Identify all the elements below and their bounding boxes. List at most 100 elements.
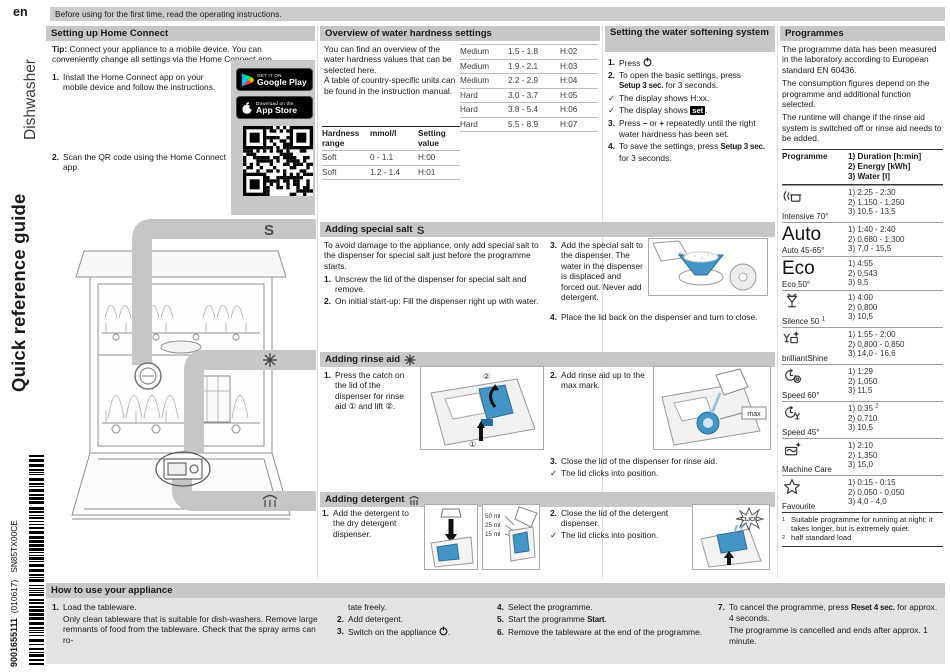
- salt-funnel-image: [648, 238, 768, 296]
- step-text: Switch on the appliance .: [348, 626, 451, 637]
- programme-label: Auto 45-65°: [782, 246, 825, 255]
- detergent-add-image: [424, 504, 478, 570]
- programme-value: 1) 4:55: [848, 259, 873, 268]
- speed45-icon: [782, 405, 802, 425]
- instruction-step: 1.Add the detergent to the dry detergent…: [322, 508, 422, 539]
- step-text: Select the programme.: [508, 602, 593, 612]
- section-title: How to use your appliance: [51, 585, 173, 596]
- google-play-icon: [241, 73, 254, 86]
- step-text: The lid clicks into position.: [561, 467, 659, 478]
- section-programmes-header: Programmes: [780, 26, 945, 41]
- footnote: 2 half standard load: [782, 533, 943, 543]
- programme-big-label: Auto: [782, 224, 822, 245]
- instruction-step: 2.Add detergent.: [337, 614, 489, 624]
- badge-top-text: Download on the: [256, 100, 294, 106]
- rinse-aid-icon: [263, 353, 277, 367]
- step-text: To cancel the programme, press Reset 4 s…: [729, 602, 938, 624]
- paragraph: The runtime will change if the rinse aid…: [782, 112, 942, 144]
- step-text: Press .: [619, 57, 655, 68]
- step-marker: 4.: [608, 141, 615, 152]
- svg-text:CLICK: CLICK: [741, 517, 758, 523]
- step-marker: 2.: [550, 370, 557, 380]
- value-header: 1) Duration [h:min]: [848, 152, 922, 161]
- section-rinse-header: Adding rinse aid: [320, 352, 775, 367]
- section-title: Setting up Home Connect: [51, 28, 169, 39]
- step-text: Remove the tableware at the end of the p…: [508, 626, 703, 637]
- footnote-marker: 2: [782, 535, 786, 542]
- step-marker: 1.: [52, 602, 59, 612]
- reset4-key-label: Reset 4 sec.: [850, 603, 895, 612]
- step-text: Add rinse aid up to the max mark.: [561, 370, 645, 391]
- step-text: Scan the QR code using the Home Connect …: [63, 152, 226, 173]
- programme-label: brilliantShine: [782, 354, 828, 363]
- section-title: Adding detergent: [325, 494, 405, 505]
- table-cell: H:00: [418, 153, 436, 163]
- step-text: Place the lid back on the dispenser and …: [561, 312, 758, 322]
- step-text: To save the settings, press Setup 3 sec.…: [619, 141, 765, 163]
- salt-intro: To avoid damage to the appliance, only a…: [324, 240, 540, 274]
- minus-key-label: −: [642, 119, 648, 129]
- setup3-key-label: Setup 3 sec.: [720, 142, 765, 152]
- machine-care-icon: [782, 442, 802, 462]
- step-marker: [718, 625, 729, 646]
- table-cell: H:01: [418, 167, 436, 177]
- programme-label: Speed 60°: [782, 391, 820, 400]
- step-text: Add the special salt to the dispenser. T…: [561, 240, 643, 303]
- footnote-text: half standard load: [791, 533, 852, 543]
- table-cell: H:07: [560, 119, 578, 129]
- column-header: mmol/l: [370, 129, 397, 138]
- programme-value: 3) 14,0 - 16,6: [848, 349, 896, 358]
- table-cell: Soft: [322, 167, 337, 177]
- programme-value: 1) 2:10: [848, 441, 873, 450]
- step-text: The lid clicks into position.: [561, 530, 659, 541]
- programme-value: 1) 1:40 - 2:40: [848, 225, 896, 234]
- section-title: Adding rinse aid: [325, 354, 401, 365]
- barcode-date: (010617): [9, 579, 19, 614]
- dishwasher-illustration: S: [71, 219, 316, 520]
- instruction-step: The programme is cancelled and ends afte…: [718, 625, 940, 646]
- section-title: Setting the water softening system: [610, 27, 769, 38]
- step-marker: ✓: [550, 467, 558, 478]
- table-cell: H:03: [560, 61, 578, 71]
- tip-label: Tip:: [52, 44, 68, 54]
- programme-value: 1) 1:55 - 2:00: [848, 330, 896, 339]
- table-cell: 3.0 - 3.7: [508, 90, 539, 100]
- programme-value: 1) 2:25 - 2:30: [848, 188, 896, 197]
- instruction-step: 2.Scan the QR code using the Home Connec…: [52, 152, 227, 173]
- instruction-step: 3.Switch on the appliance .: [337, 626, 489, 637]
- programme-value: 2) 0,680 - 1,300: [848, 234, 905, 244]
- instruction-step: 5.Start the programme Start.: [497, 614, 709, 625]
- rinse-fill-image: max: [653, 366, 771, 450]
- step-marker: 2.: [324, 296, 331, 307]
- instruction-step: 2.To open the basic settings, press Setu…: [608, 70, 772, 92]
- programme-label: Favourite: [782, 502, 816, 511]
- table-cell: Hard: [460, 105, 478, 114]
- programme-value: 3) 4,0 - 4,0: [848, 497, 887, 506]
- instruction-step: ✓The lid clicks into position.: [550, 468, 770, 478]
- programme-value: 2) 0,800 - 0,850: [848, 339, 905, 349]
- value-header: 3) Water [l]: [848, 172, 891, 181]
- step-text: Close the lid of the dispenser for rinse…: [561, 456, 718, 466]
- instruction-step: 1.Press .: [608, 57, 772, 68]
- step-marker: 2.: [337, 613, 344, 624]
- start-key-label: Start: [587, 614, 605, 624]
- section-title: Programmes: [785, 28, 844, 39]
- step-text: Press − or + repeatedly until the right …: [619, 118, 756, 140]
- svg-text:max: max: [747, 411, 761, 418]
- special-salt-icon: S: [264, 222, 274, 239]
- first-use-notice: Before using for the first time, read th…: [50, 7, 945, 21]
- instruction-step: 3.Close the lid of the dispenser for rin…: [550, 456, 770, 466]
- table-cell: H:05: [560, 90, 578, 100]
- favourite-icon: [782, 479, 802, 499]
- svg-text:①: ①: [469, 440, 476, 449]
